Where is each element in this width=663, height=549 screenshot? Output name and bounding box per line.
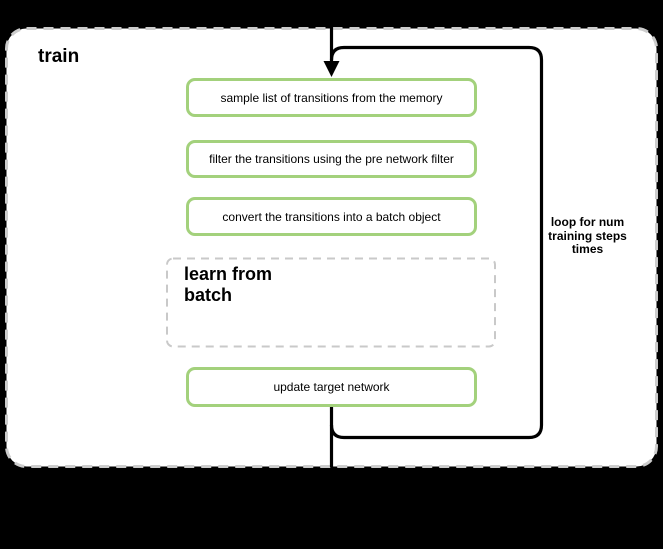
step-filter-transitions: filter the transitions using the pre net… <box>186 140 477 178</box>
loop-annotation: loop for num training steps times <box>548 215 627 256</box>
step-convert-to-batch: convert the transitions into a batch obj… <box>186 197 477 236</box>
step-update-target-network: update target network <box>186 367 477 407</box>
subprocess-border <box>166 257 496 348</box>
train-container-border <box>5 27 658 468</box>
input-flow-arrowhead <box>323 61 340 77</box>
diagram-title: train <box>38 46 80 67</box>
loop-rectangle <box>329 45 544 440</box>
subprocess-learn-from-batch-label: learn from batch <box>184 264 273 305</box>
step-sample-transitions: sample list of transitions from the memo… <box>186 78 477 117</box>
